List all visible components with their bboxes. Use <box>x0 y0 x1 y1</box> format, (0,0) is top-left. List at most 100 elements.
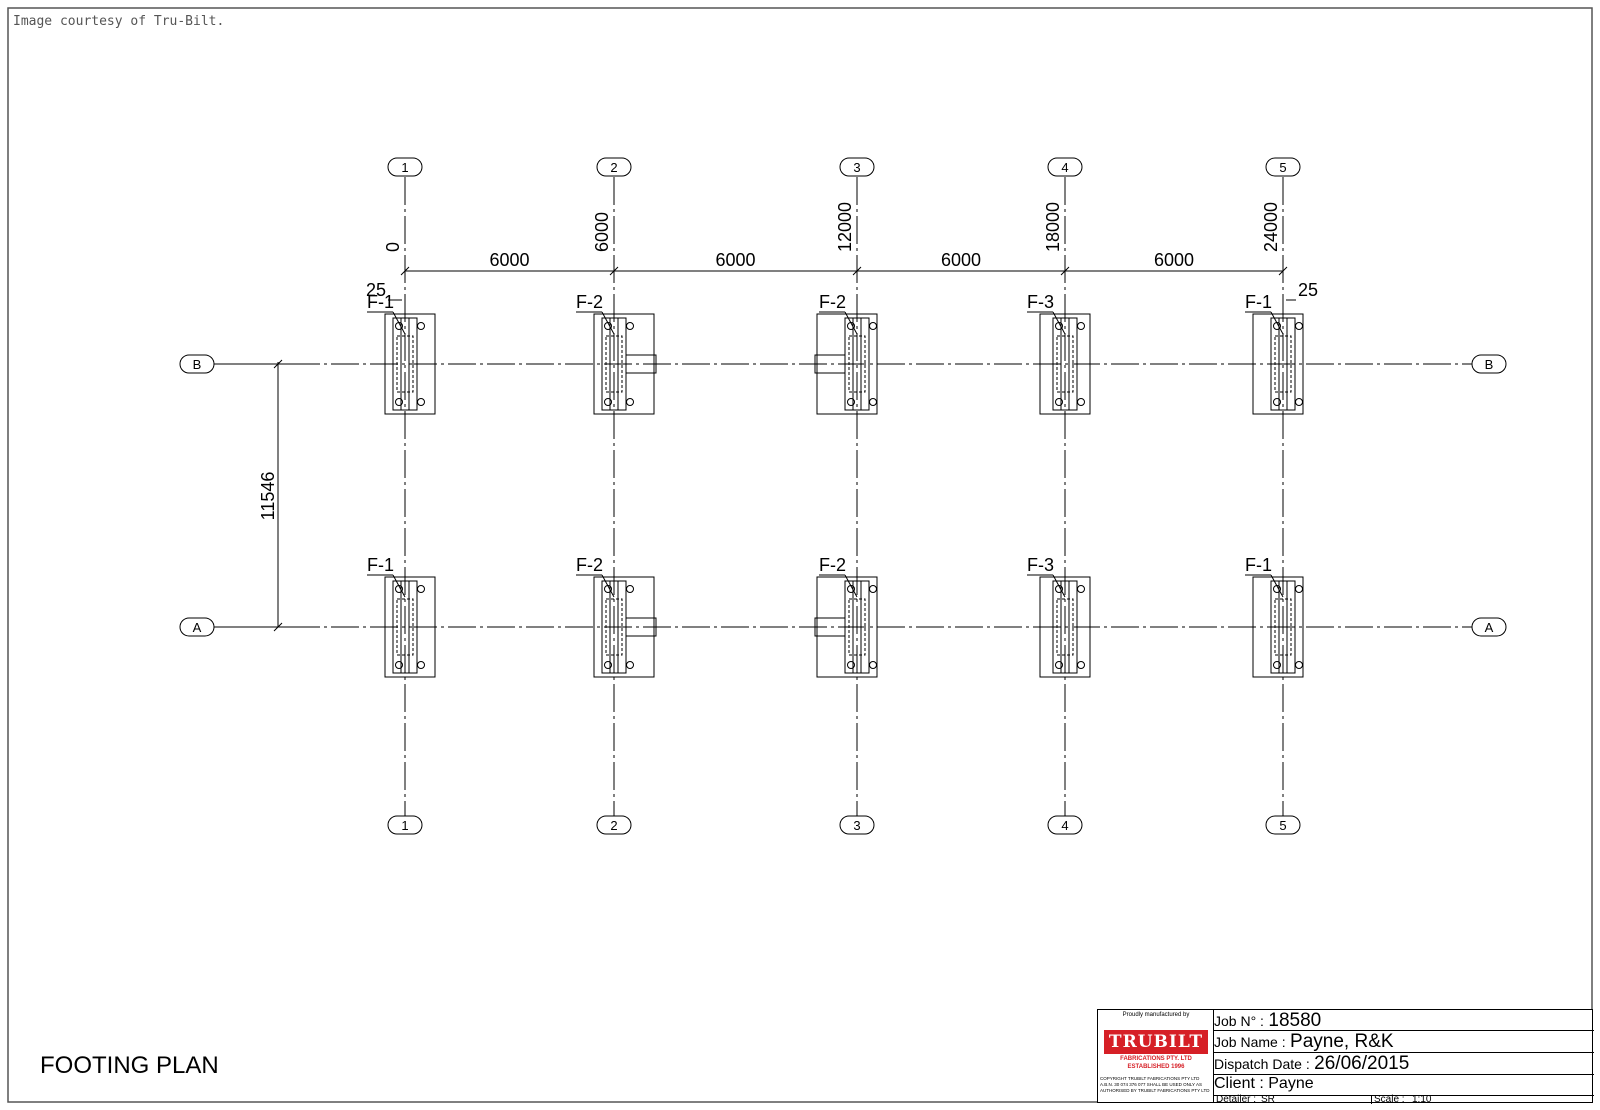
job-name-value: Payne, R&K <box>1290 1031 1394 1052</box>
grid-bubble-label: B <box>1485 357 1494 372</box>
footing-leader <box>392 574 406 598</box>
grid-bubble-label: 1 <box>401 160 408 175</box>
anchor-bolt <box>1077 661 1085 669</box>
client-label: Client : <box>1214 1075 1264 1092</box>
dimension-tick <box>273 359 283 369</box>
footing-plate <box>593 576 655 678</box>
anchor-bolt <box>395 661 403 669</box>
anchor-bolt <box>417 398 425 406</box>
logo-subtitle: FABRICATIONS PTY. LTD <box>1120 1056 1192 1062</box>
grid-bubble-row <box>1471 617 1507 637</box>
column-section <box>396 335 414 393</box>
anchor-bolt <box>869 585 877 593</box>
footing-plate <box>816 576 878 678</box>
client-value: Payne <box>1268 1075 1314 1092</box>
dimension-tick <box>400 266 410 276</box>
dimension-tick <box>1060 266 1070 276</box>
ordinate-label: 18000 <box>1043 202 1063 252</box>
offset-label-left: 25 <box>366 280 386 300</box>
anchor-bolt <box>847 398 855 406</box>
row-spacing-label: 11546 <box>258 472 278 521</box>
ordinate-label: 6000 <box>592 212 612 252</box>
base-plate <box>1052 580 1078 674</box>
footing-plate <box>384 576 436 678</box>
column-section <box>605 598 623 656</box>
anchor-bolt <box>1295 322 1303 330</box>
dimension-spacing-label: 6000 <box>489 250 529 270</box>
anchor-bolt <box>604 661 612 669</box>
footing-label: F-1 <box>1245 555 1272 575</box>
detailer-scale-row: Detailer : SR Scale : 1:10 <box>1214 1094 1594 1105</box>
footing-leader <box>601 311 615 335</box>
grid-bubble-column <box>596 815 632 835</box>
footing-plate <box>1252 313 1304 415</box>
dimension-tick <box>1278 266 1288 276</box>
footing-leader <box>844 574 858 598</box>
dimension-spacing-label: 6000 <box>941 250 981 270</box>
footing-leader <box>1270 574 1284 598</box>
anchor-bolt <box>1295 398 1303 406</box>
anchor-bolt <box>417 322 425 330</box>
anchor-bolt <box>626 585 634 593</box>
drawing-title: FOOTING PLAN <box>40 1052 219 1079</box>
footing-plate <box>593 313 655 415</box>
column-section <box>1056 335 1074 393</box>
grid-bubble-label: A <box>193 620 202 635</box>
footing-label: F-1 <box>367 555 394 575</box>
anchor-bolt <box>626 661 634 669</box>
base-plate <box>1052 317 1078 411</box>
anchor-bolt <box>1077 585 1085 593</box>
grid-bubble-column <box>1047 815 1083 835</box>
dispatch-date-label: Dispatch Date : <box>1214 1056 1310 1072</box>
anchor-bolt <box>417 661 425 669</box>
grid-bubble-label: 3 <box>853 160 860 175</box>
grid-bubble-label: 4 <box>1061 160 1068 175</box>
dimension-tick <box>609 266 619 276</box>
column-section <box>848 598 866 656</box>
column-section <box>1274 598 1292 656</box>
ordinate-label: 0 <box>383 242 403 252</box>
anchor-bolt <box>1295 661 1303 669</box>
logo-copyright: COPYRIGHT TRUBILT FABRICATIONS PTY LTD A… <box>1100 1076 1210 1093</box>
anchor-bolt <box>847 661 855 669</box>
job-number-label: Job N° : <box>1214 1013 1264 1029</box>
column-section <box>1274 335 1292 393</box>
grid-bubble-label: 4 <box>1061 818 1068 833</box>
footing-label: F-1 <box>1245 292 1272 312</box>
anchor-bolt <box>1273 661 1281 669</box>
base-plate <box>1270 317 1296 411</box>
grid-bubble-label: 5 <box>1279 818 1286 833</box>
scale-value: 1:10 <box>1412 1094 1432 1105</box>
client-row: Client : Payne <box>1214 1075 1594 1096</box>
base-plate <box>392 317 418 411</box>
anchor-bolt <box>395 398 403 406</box>
image-courtesy-note: Image courtesy of Tru-Bilt. <box>13 14 225 29</box>
ordinate-label: 12000 <box>835 202 855 252</box>
footing-label: F-2 <box>576 555 603 575</box>
dispatch-date-row: Dispatch Date : 26/06/2015 <box>1214 1053 1594 1075</box>
beam-stub <box>814 617 846 637</box>
logo-established: ESTABLISHED 1996 <box>1127 1064 1185 1070</box>
dimension-tick <box>852 266 862 276</box>
grid-bubble-column <box>387 815 423 835</box>
column-section <box>605 335 623 393</box>
dimension-spacing-label: 6000 <box>715 250 755 270</box>
dimension-tick <box>273 622 283 632</box>
base-plate <box>1270 580 1296 674</box>
grid-bubble-column <box>1265 157 1301 177</box>
detailer-label: Detailer : <box>1216 1094 1257 1105</box>
offset-label-right: 25 <box>1298 280 1318 300</box>
footing-label: F-1 <box>367 292 394 312</box>
footing-leader <box>601 574 615 598</box>
footing-leader <box>1270 311 1284 335</box>
anchor-bolt <box>869 661 877 669</box>
footing-label: F-2 <box>576 292 603 312</box>
grid-bubble-label: A <box>1485 620 1494 635</box>
anchor-bolt <box>626 398 634 406</box>
job-number-value: 18580 <box>1268 1010 1322 1031</box>
job-name-row: Job Name : Payne, R&K <box>1214 1031 1594 1053</box>
grid-bubble-column <box>1265 815 1301 835</box>
anchor-bolt <box>1295 585 1303 593</box>
